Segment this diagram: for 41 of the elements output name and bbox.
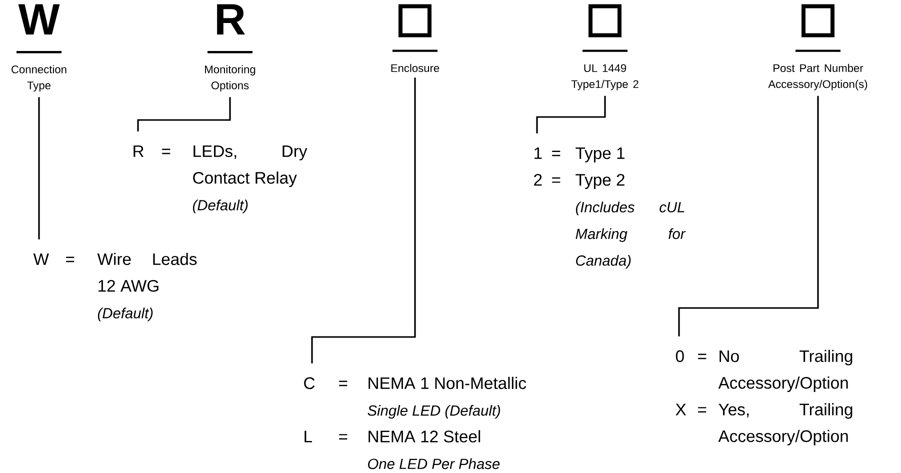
option-description: LEDs, Dry Contact Relay (193, 145, 308, 188)
option-note: (Includes cUL Marking for Canada) (576, 202, 686, 269)
equals-sign: = (339, 434, 348, 440)
code-letter: R (217, 4, 245, 35)
option-note: One LED Per Phase (368, 458, 500, 470)
option-description: Type 2 (576, 174, 624, 190)
option-code: L (304, 430, 312, 442)
option-note: (Default) (98, 308, 153, 322)
field-label: Post Part Number Accessory/Option(s) (768, 64, 868, 90)
equals-sign: = (66, 256, 74, 262)
leader-line (536, 96, 606, 134)
option-code: W (33, 253, 49, 265)
option-description: Wire Leads 12 AWG (97, 252, 197, 292)
option-code: X (676, 404, 686, 416)
code-letter: W (18, 4, 60, 35)
equals-sign: = (698, 354, 706, 360)
equals-sign: = (552, 150, 560, 156)
option-note: (Default) (192, 200, 248, 214)
option-code: R (134, 145, 144, 157)
option-code: 0 (676, 350, 684, 362)
equals-sign: = (162, 148, 170, 154)
leader-line (678, 96, 819, 336)
option-note: Single LED (Default) (368, 404, 500, 419)
option-description: No Trailing Accessory/Option (718, 350, 852, 392)
field-label: UL 1449 Type1/Type 2 (571, 64, 638, 90)
equals-sign: = (339, 380, 348, 386)
option-description: Yes, Trailing Accessory/Option (718, 403, 852, 446)
option-description: NEMA 1 Non-Metallic (368, 376, 526, 390)
equals-sign: = (698, 407, 706, 412)
field-label: Enclosure (391, 64, 440, 72)
leader-line (311, 78, 416, 364)
option-code: C (304, 377, 315, 390)
option-code: 1 (534, 147, 542, 159)
option-description: NEMA 12 Steel (368, 430, 480, 442)
leader-line (38, 97, 40, 240)
field-label: Connection Type (12, 65, 66, 92)
leader-line (137, 97, 231, 132)
option-description: Type 1 (576, 147, 624, 162)
equals-sign: = (552, 177, 560, 183)
option-code: 2 (534, 174, 542, 186)
field-label: Monitoring Options (205, 65, 256, 92)
